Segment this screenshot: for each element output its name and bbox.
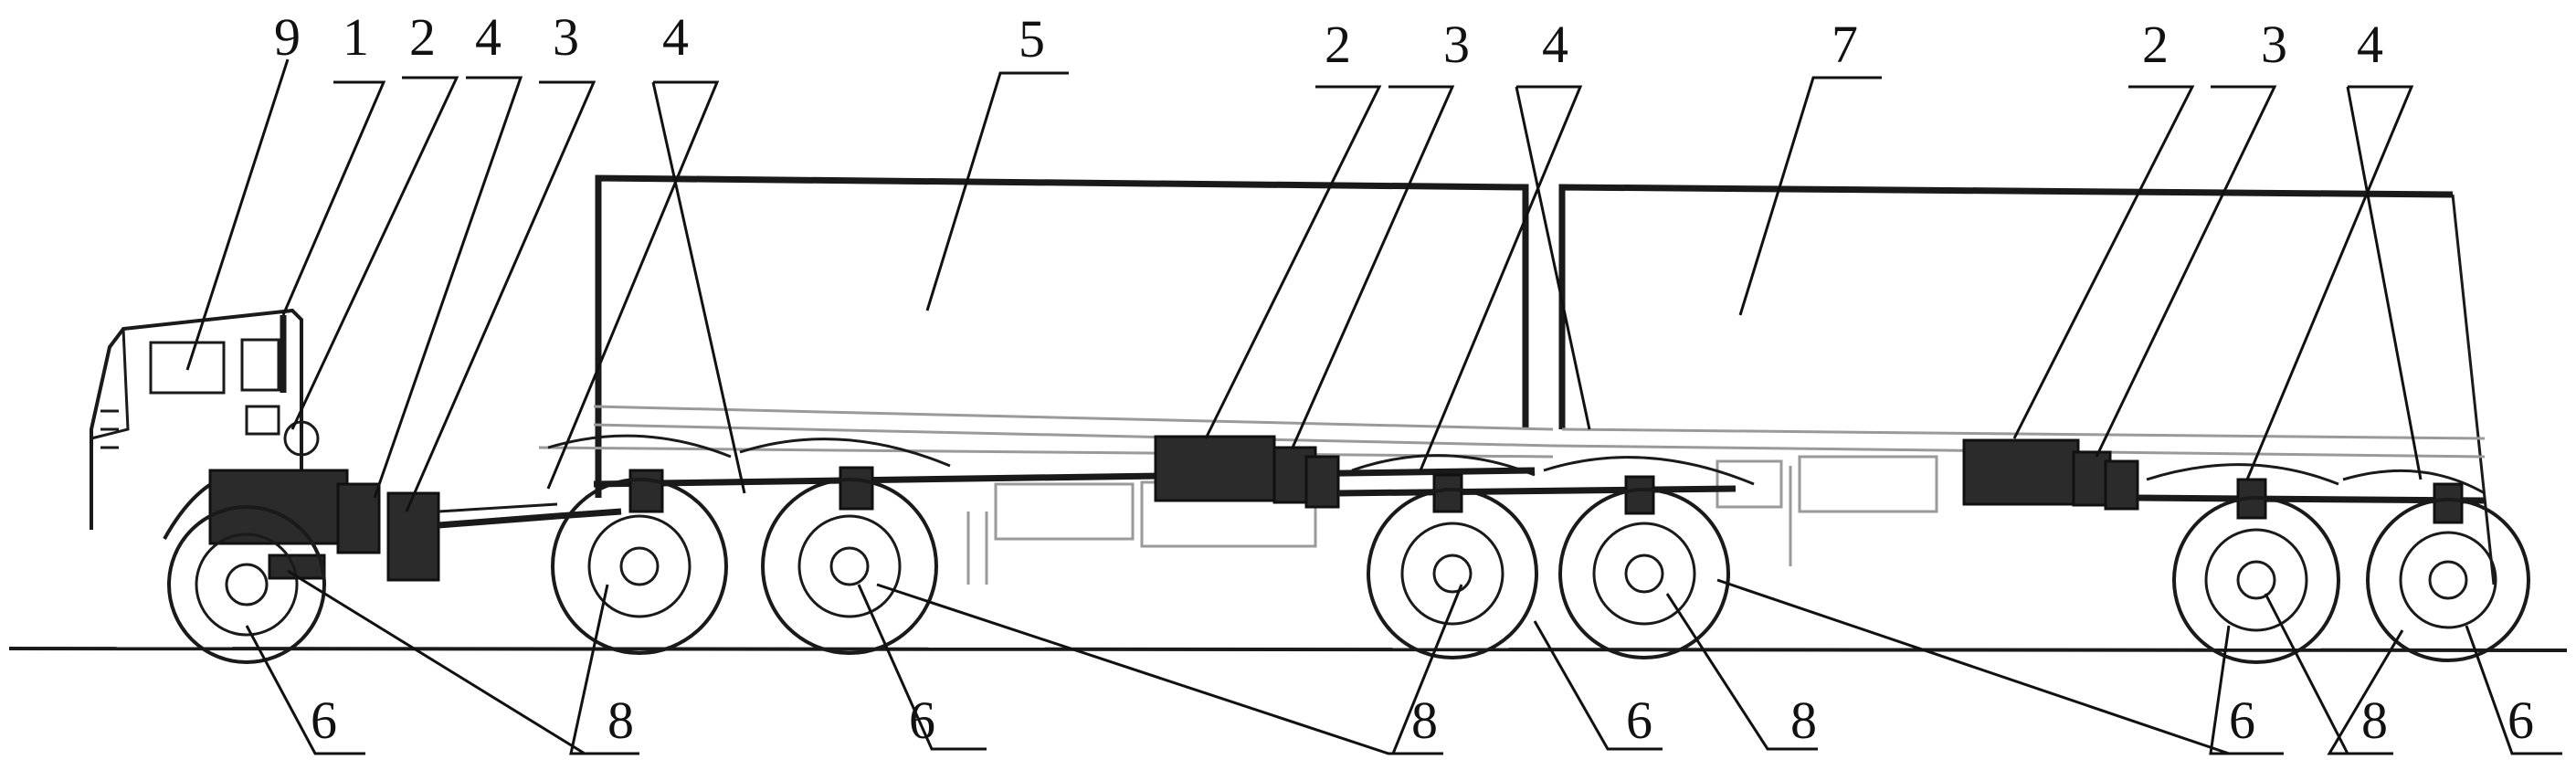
label-6-b: 6	[909, 691, 935, 750]
label-8-c: 8	[1790, 691, 1817, 750]
trailer-3-wheel-a	[2172, 496, 2340, 664]
trailer-3-wheel-b	[2366, 498, 2530, 662]
label-4-trailer3: 4	[2357, 15, 2383, 74]
label-7: 7	[1832, 15, 1858, 74]
label-2-tractor: 2	[409, 7, 436, 67]
label-1: 1	[343, 7, 369, 67]
label-6-e: 6	[2507, 691, 2534, 750]
label-6-a: 6	[311, 691, 337, 750]
label-4-trailer2: 4	[1542, 15, 1568, 74]
label-5: 5	[1019, 9, 1045, 69]
trailer-2-body	[1552, 184, 2496, 585]
trailer-1-wheel-b	[761, 478, 938, 655]
label-4-tractor: 4	[475, 7, 501, 67]
trailer-2-wheel-a	[1367, 488, 1538, 659]
tractor-gearbox	[336, 482, 381, 554]
label-3-trailer2: 3	[2261, 15, 2287, 74]
trailer-1-body	[538, 174, 1554, 585]
label-8-b: 8	[1411, 691, 1438, 750]
drawbar	[438, 508, 622, 529]
label-3-trailer1: 3	[1443, 15, 1470, 74]
tractor-cab	[90, 308, 320, 540]
label-8-d: 8	[2361, 691, 2388, 750]
ground-line	[8, 647, 2568, 652]
label-6-c: 6	[1626, 691, 1652, 750]
label-6-d: 6	[2229, 691, 2255, 750]
trailer-1-wheel-a	[551, 478, 728, 655]
cab-window	[149, 341, 226, 395]
trailer-2-motor-b	[1962, 438, 2080, 506]
label-8-a: 8	[607, 691, 634, 750]
tractor-transfer	[386, 491, 440, 582]
label-2-trailer1: 2	[1325, 15, 1351, 74]
tractor-wheel	[167, 505, 326, 664]
label-4-trailer1: 4	[662, 7, 689, 67]
label-2-trailer2: 2	[2142, 15, 2169, 74]
trailer-2-wheel-b	[1558, 488, 1730, 659]
label-9: 9	[274, 7, 301, 67]
label-3-tractor: 3	[553, 7, 579, 67]
trailer-2-motor-a	[1154, 435, 1276, 502]
trailer-1-frame	[593, 467, 1536, 488]
